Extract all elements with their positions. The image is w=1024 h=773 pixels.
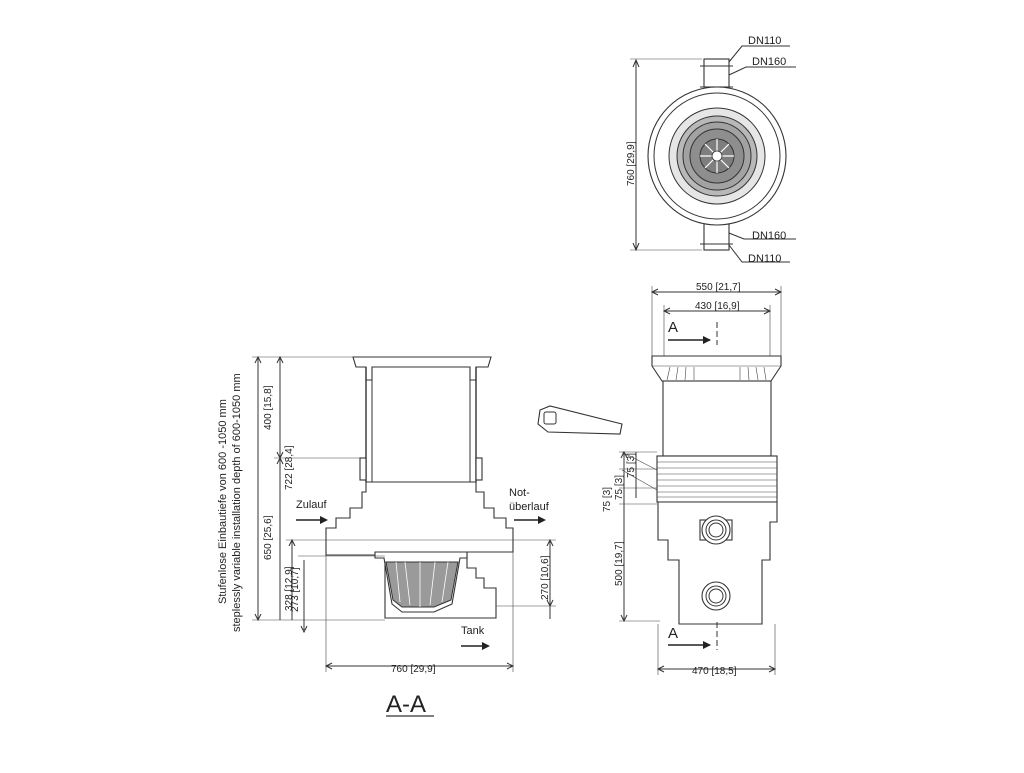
top-view: DN110 DN160 DN160 DN110 760 [29,9] [626,35,796,265]
dim-side-550: 550 [21,7] [696,282,741,293]
dim-sec-270: 270 [10,6] [540,555,551,600]
side-top-plate [651,355,782,382]
dim-side-470: 470 [18,5] [692,666,737,677]
side-outlet-pipe-upper [699,515,733,545]
dim-side-430: 430 [16,9] [695,301,740,312]
label-dn110-lower: DN110 [748,253,781,265]
side-lower-body [657,501,778,625]
section-marker-bottom: A [668,625,678,642]
side-top-ribs [666,366,767,381]
sec-left-dimensions [252,355,385,634]
label-install-de: Stufenlose Einbautiefe von 600 -1050 mm [217,399,229,604]
top-filter-hub [711,150,723,162]
dim-side-75-a: 75 [3] [626,453,637,478]
label-overflow-2: überlauf [509,501,550,513]
label-dn160-upper: DN160 [752,56,786,68]
label-inlet: Zulauf [296,499,328,511]
dim-sec-273: 273 [10,7] [290,567,301,612]
dim-sec-328: 328 [12,9] [284,566,295,611]
dim-sec-722: 722 [28,4] [284,445,295,490]
dim-side-500: 500 [19,7] [614,541,625,586]
top-pipe-lower [703,221,730,251]
section-title: A-A [386,691,426,718]
side-view: 550 [21,7] 430 [16,9] A [537,282,783,677]
label-install-en: steplessly variable installation depth o… [231,373,243,632]
side-riser [662,380,772,457]
dim-top-width: 760 [29,9] [626,141,637,186]
dim-side-75-c: 75 [3] [602,487,613,512]
top-pipe-upper [703,58,730,88]
dim-sec-650: 650 [25,6] [263,515,274,560]
section-view: Zulauf Not- überlauf Tank 760 [29,9] 270… [217,355,556,718]
section-marker-top: A [668,319,678,336]
dim-sec-400: 400 [15,8] [263,385,274,430]
side-outlet-pipe-lower [701,581,731,611]
label-dn160-lower: DN160 [752,230,786,242]
dim-sec-760: 760 [29,9] [391,664,436,675]
wrench-tool [537,405,623,435]
sec-main-body [325,481,514,619]
label-dn110-upper: DN110 [748,35,781,47]
label-overflow-1: Not- [509,487,530,499]
sec-filter-basket [374,551,468,613]
dim-side-75-b: 75 [3] [614,475,625,500]
side-collar [656,455,778,503]
label-tank: Tank [461,625,485,637]
